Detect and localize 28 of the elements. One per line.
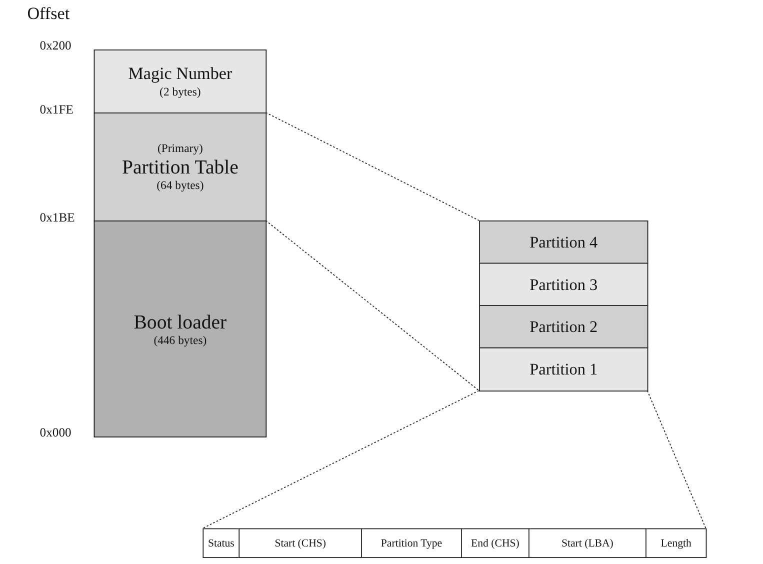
offset-label: 0x1FE <box>40 104 74 118</box>
block-name: Partition Table <box>122 156 238 178</box>
table-field: Start (CHS) <box>238 528 362 558</box>
axis-title: Offset <box>27 4 70 24</box>
block-note: (446 bytes) <box>154 333 207 348</box>
table-field: End (CHS) <box>461 528 530 558</box>
block-note: (2 bytes) <box>160 84 201 99</box>
table-field: Partition Type <box>361 528 462 558</box>
memory-block <box>94 112 267 222</box>
offset-label: 0x1BE <box>40 212 75 226</box>
zoom-guide-line <box>646 390 706 529</box>
partition-entry: Partition 4 <box>479 220 648 264</box>
partition-entry: Partition 2 <box>479 305 648 348</box>
block-note: (64 bytes) <box>156 178 204 193</box>
block-name: Boot loader <box>134 310 227 333</box>
zoom-guide-line <box>265 220 480 392</box>
block-name: Magic Number <box>128 64 232 84</box>
table-field: Status <box>202 528 240 558</box>
block-note: (Primary) <box>157 141 203 156</box>
table-field: Start (LBA) <box>528 528 646 558</box>
zoom-guide-line <box>202 390 480 529</box>
memory-block <box>94 220 267 438</box>
partition-entry: Partition 1 <box>479 347 648 392</box>
partition-entry: Partition 3 <box>479 262 648 306</box>
table-field: Length <box>646 528 707 558</box>
offset-label: 0x000 <box>40 426 72 441</box>
offset-label: 0x200 <box>40 40 72 54</box>
memory-block <box>94 50 267 114</box>
